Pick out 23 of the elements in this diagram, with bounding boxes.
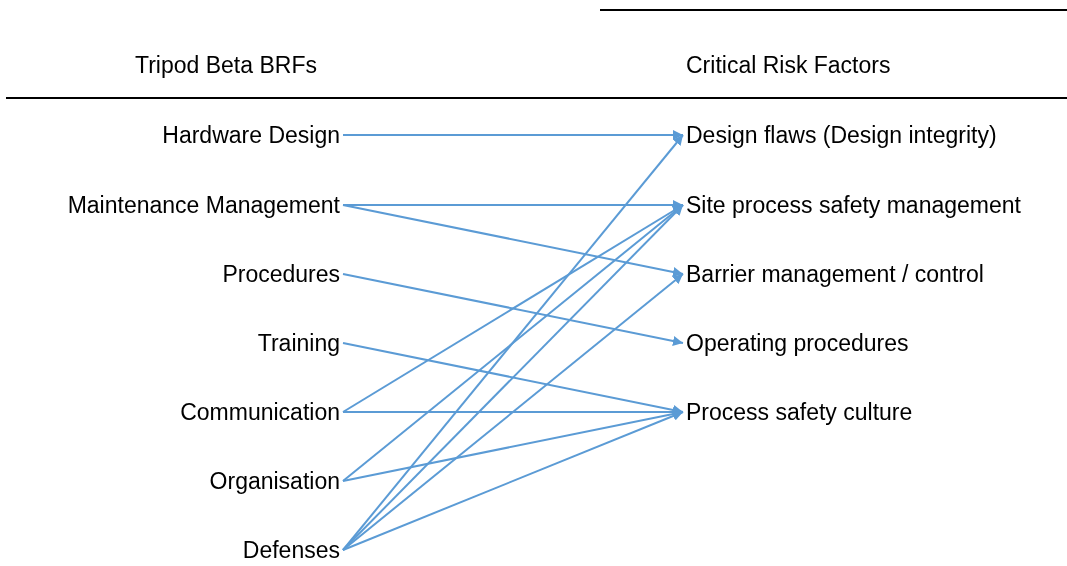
factor-label: Procedures bbox=[222, 259, 340, 289]
factor-label: Process safety culture bbox=[686, 397, 913, 427]
arrow bbox=[342, 409, 684, 482]
factor-label: Hardware Design bbox=[162, 120, 340, 150]
arrow bbox=[342, 204, 684, 551]
factor-label: Communication bbox=[180, 397, 340, 427]
arrow bbox=[342, 204, 684, 277]
arrow bbox=[342, 411, 684, 551]
arrow bbox=[342, 130, 684, 140]
column-heading: Critical Risk Factors bbox=[686, 51, 891, 80]
factor-label: Site process safety management bbox=[686, 190, 1021, 220]
arrow bbox=[342, 273, 684, 346]
factor-label: Operating procedures bbox=[686, 328, 909, 358]
factor-label: Barrier management / control bbox=[686, 259, 984, 289]
factor-label: Defenses bbox=[242, 535, 340, 565]
arrow bbox=[342, 204, 684, 413]
column-heading: Tripod Beta BRFs bbox=[135, 51, 317, 80]
factor-label: Design flaws (Design integrity) bbox=[686, 120, 997, 150]
factor-label: Training bbox=[257, 328, 340, 358]
arrow bbox=[342, 204, 684, 482]
factor-label: Maintenance Management bbox=[67, 190, 340, 220]
arrow bbox=[342, 273, 684, 551]
factor-label: Organisation bbox=[209, 466, 340, 496]
